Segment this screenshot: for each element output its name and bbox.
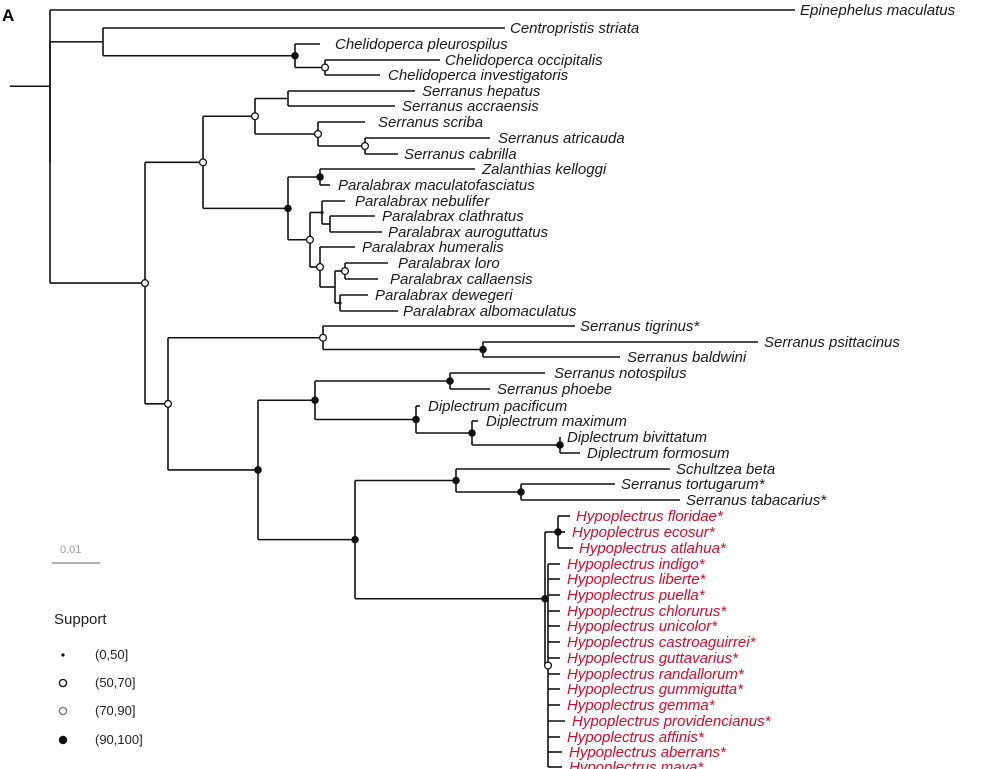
support-marker-medium	[163, 399, 173, 408]
taxon-label: Hypoplectrus guttavarius*	[567, 650, 739, 667]
taxon-label: Serranus baldwini	[627, 349, 747, 366]
taxon-label: Chelidoperca occipitalis	[445, 52, 603, 69]
taxon-label: Diplectrum pacificum	[428, 398, 567, 415]
support-marker-high	[556, 441, 564, 449]
legend-label-90-100: (90,100]	[95, 732, 143, 747]
legend-label-0-50: (0,50]	[95, 647, 128, 662]
support-marker-high	[446, 377, 454, 385]
taxon-label: Diplectrum formosum	[587, 445, 730, 462]
taxon-label: Hypoplectrus castroaguirrei*	[567, 634, 757, 651]
taxon-label: Serranus scriba	[378, 114, 483, 131]
taxon-label: Serranus accraensis	[402, 98, 539, 115]
taxon-label: Paralabrax loro	[398, 255, 500, 272]
taxon-label: Paralabrax humeralis	[362, 239, 504, 256]
support-marker-high	[291, 51, 299, 60]
taxon-label: Hypoplectrus maya*	[569, 759, 704, 769]
taxon-label: Paralabrax albomaculatus	[403, 303, 577, 320]
taxon-label: Chelidoperca investigatoris	[388, 67, 569, 84]
taxon-label: Hypoplectrus chlorurus*	[567, 603, 727, 620]
taxon-label: Zalanthias kelloggi	[481, 161, 607, 178]
support-marker-high	[468, 429, 476, 437]
support-marker-medium	[313, 129, 323, 139]
taxon-label: Diplectrum maximum	[486, 413, 627, 430]
taxon-label: Serranus cabrilla	[404, 146, 517, 163]
taxon-label: Serranus hepatus	[422, 83, 541, 100]
scale-bar-label: 0.01	[60, 544, 81, 556]
support-marker-high	[479, 345, 487, 354]
legend-label-50-70: (50,70]	[95, 675, 135, 690]
support-marker-medium	[360, 141, 370, 151]
taxon-label: Serranus tabacarius*	[686, 492, 827, 509]
support-marker-high	[541, 594, 549, 603]
support-marker-high	[311, 396, 319, 405]
legend-marker-filled-circle	[58, 735, 68, 745]
taxon-label: Epinephelus maculatus	[800, 2, 956, 19]
support-legend: Support (0,50] (50,70] (70,90] (90,100]	[54, 611, 143, 747]
taxon-label: Hypoplectrus atlahua*	[579, 540, 727, 557]
taxon-label: Hypoplectrus gemma*	[567, 697, 716, 714]
taxon-label: Serranus atricauda	[498, 130, 625, 147]
support-marker-medium	[318, 333, 328, 342]
legend-title: Support	[54, 611, 107, 628]
support-marker-medium	[340, 266, 350, 276]
taxon-label: Paralabrax dewegeri	[375, 287, 513, 304]
taxon-label: Paralabrax auroguttatus	[388, 224, 549, 241]
taxon-label: Hypoplectrus indigo*	[567, 556, 706, 573]
legend-marker-tiny-dot	[61, 653, 65, 657]
support-marker-high	[517, 488, 525, 496]
taxon-label: Chelidoperca pleurospilus	[335, 36, 508, 53]
support-marker-medium	[250, 112, 260, 121]
taxon-label: Hypoplectrus unicolor*	[567, 618, 718, 635]
support-marker-medium	[305, 235, 315, 244]
support-marker-high	[254, 466, 262, 474]
support-marker-medium	[320, 63, 330, 72]
support-marker-low	[338, 301, 342, 305]
support-marker-medium	[543, 661, 553, 670]
taxon-label: Diplectrum bivittatum	[567, 429, 707, 446]
taxon-label: Hypoplectrus affinis*	[567, 729, 705, 746]
taxon-label: Serranus tortugarum*	[621, 476, 766, 493]
support-marker-medium	[198, 158, 208, 167]
taxon-label: Paralabrax nebulifer	[355, 193, 490, 210]
scale-bar: 0.01	[52, 544, 100, 564]
legend-label-70-90: (70,90]	[95, 703, 135, 718]
taxon-label: Hypoplectrus randallorum*	[567, 666, 745, 683]
support-marker-high	[554, 528, 562, 536]
taxon-label: Hypoplectrus floridae*	[576, 508, 724, 525]
support-marker-low	[320, 210, 324, 215]
taxon-label: Serranus notospilus	[554, 365, 687, 382]
support-marker-high	[316, 173, 324, 181]
support-markers	[140, 51, 564, 670]
legend-marker-open-circle-grey	[58, 706, 68, 716]
taxon-label: Centropristis striata	[510, 20, 639, 37]
taxon-label: Paralabrax callaensis	[390, 271, 533, 288]
legend-marker-open-circle	[58, 678, 68, 688]
support-marker-high	[412, 415, 420, 424]
taxon-label: Hypoplectrus gummigutta*	[567, 681, 744, 698]
taxon-label: Hypoplectrus providencianus*	[572, 713, 772, 730]
taxon-label: Schultzea beta	[676, 461, 775, 478]
taxon-label: Serranus phoebe	[497, 381, 612, 398]
taxon-label: Hypoplectrus liberte*	[567, 571, 707, 588]
taxon-label: Serranus psittacinus	[764, 334, 900, 351]
support-marker-high	[351, 535, 359, 544]
support-marker-high	[452, 476, 460, 485]
taxon-label: Paralabrax maculatofasciatus	[338, 177, 535, 194]
support-marker-medium	[140, 279, 150, 288]
panel-label: A	[2, 6, 14, 25]
support-marker-high	[284, 204, 292, 213]
taxon-label: Paralabrax clathratus	[382, 208, 524, 225]
taxon-label: Hypoplectrus puella*	[567, 587, 706, 604]
taxon-label: Hypoplectrus aberrans*	[569, 744, 727, 761]
support-marker-medium	[315, 262, 325, 272]
taxon-label: Serranus tigrinus*	[580, 318, 700, 335]
taxon-label: Hypoplectrus ecosur*	[572, 524, 716, 541]
